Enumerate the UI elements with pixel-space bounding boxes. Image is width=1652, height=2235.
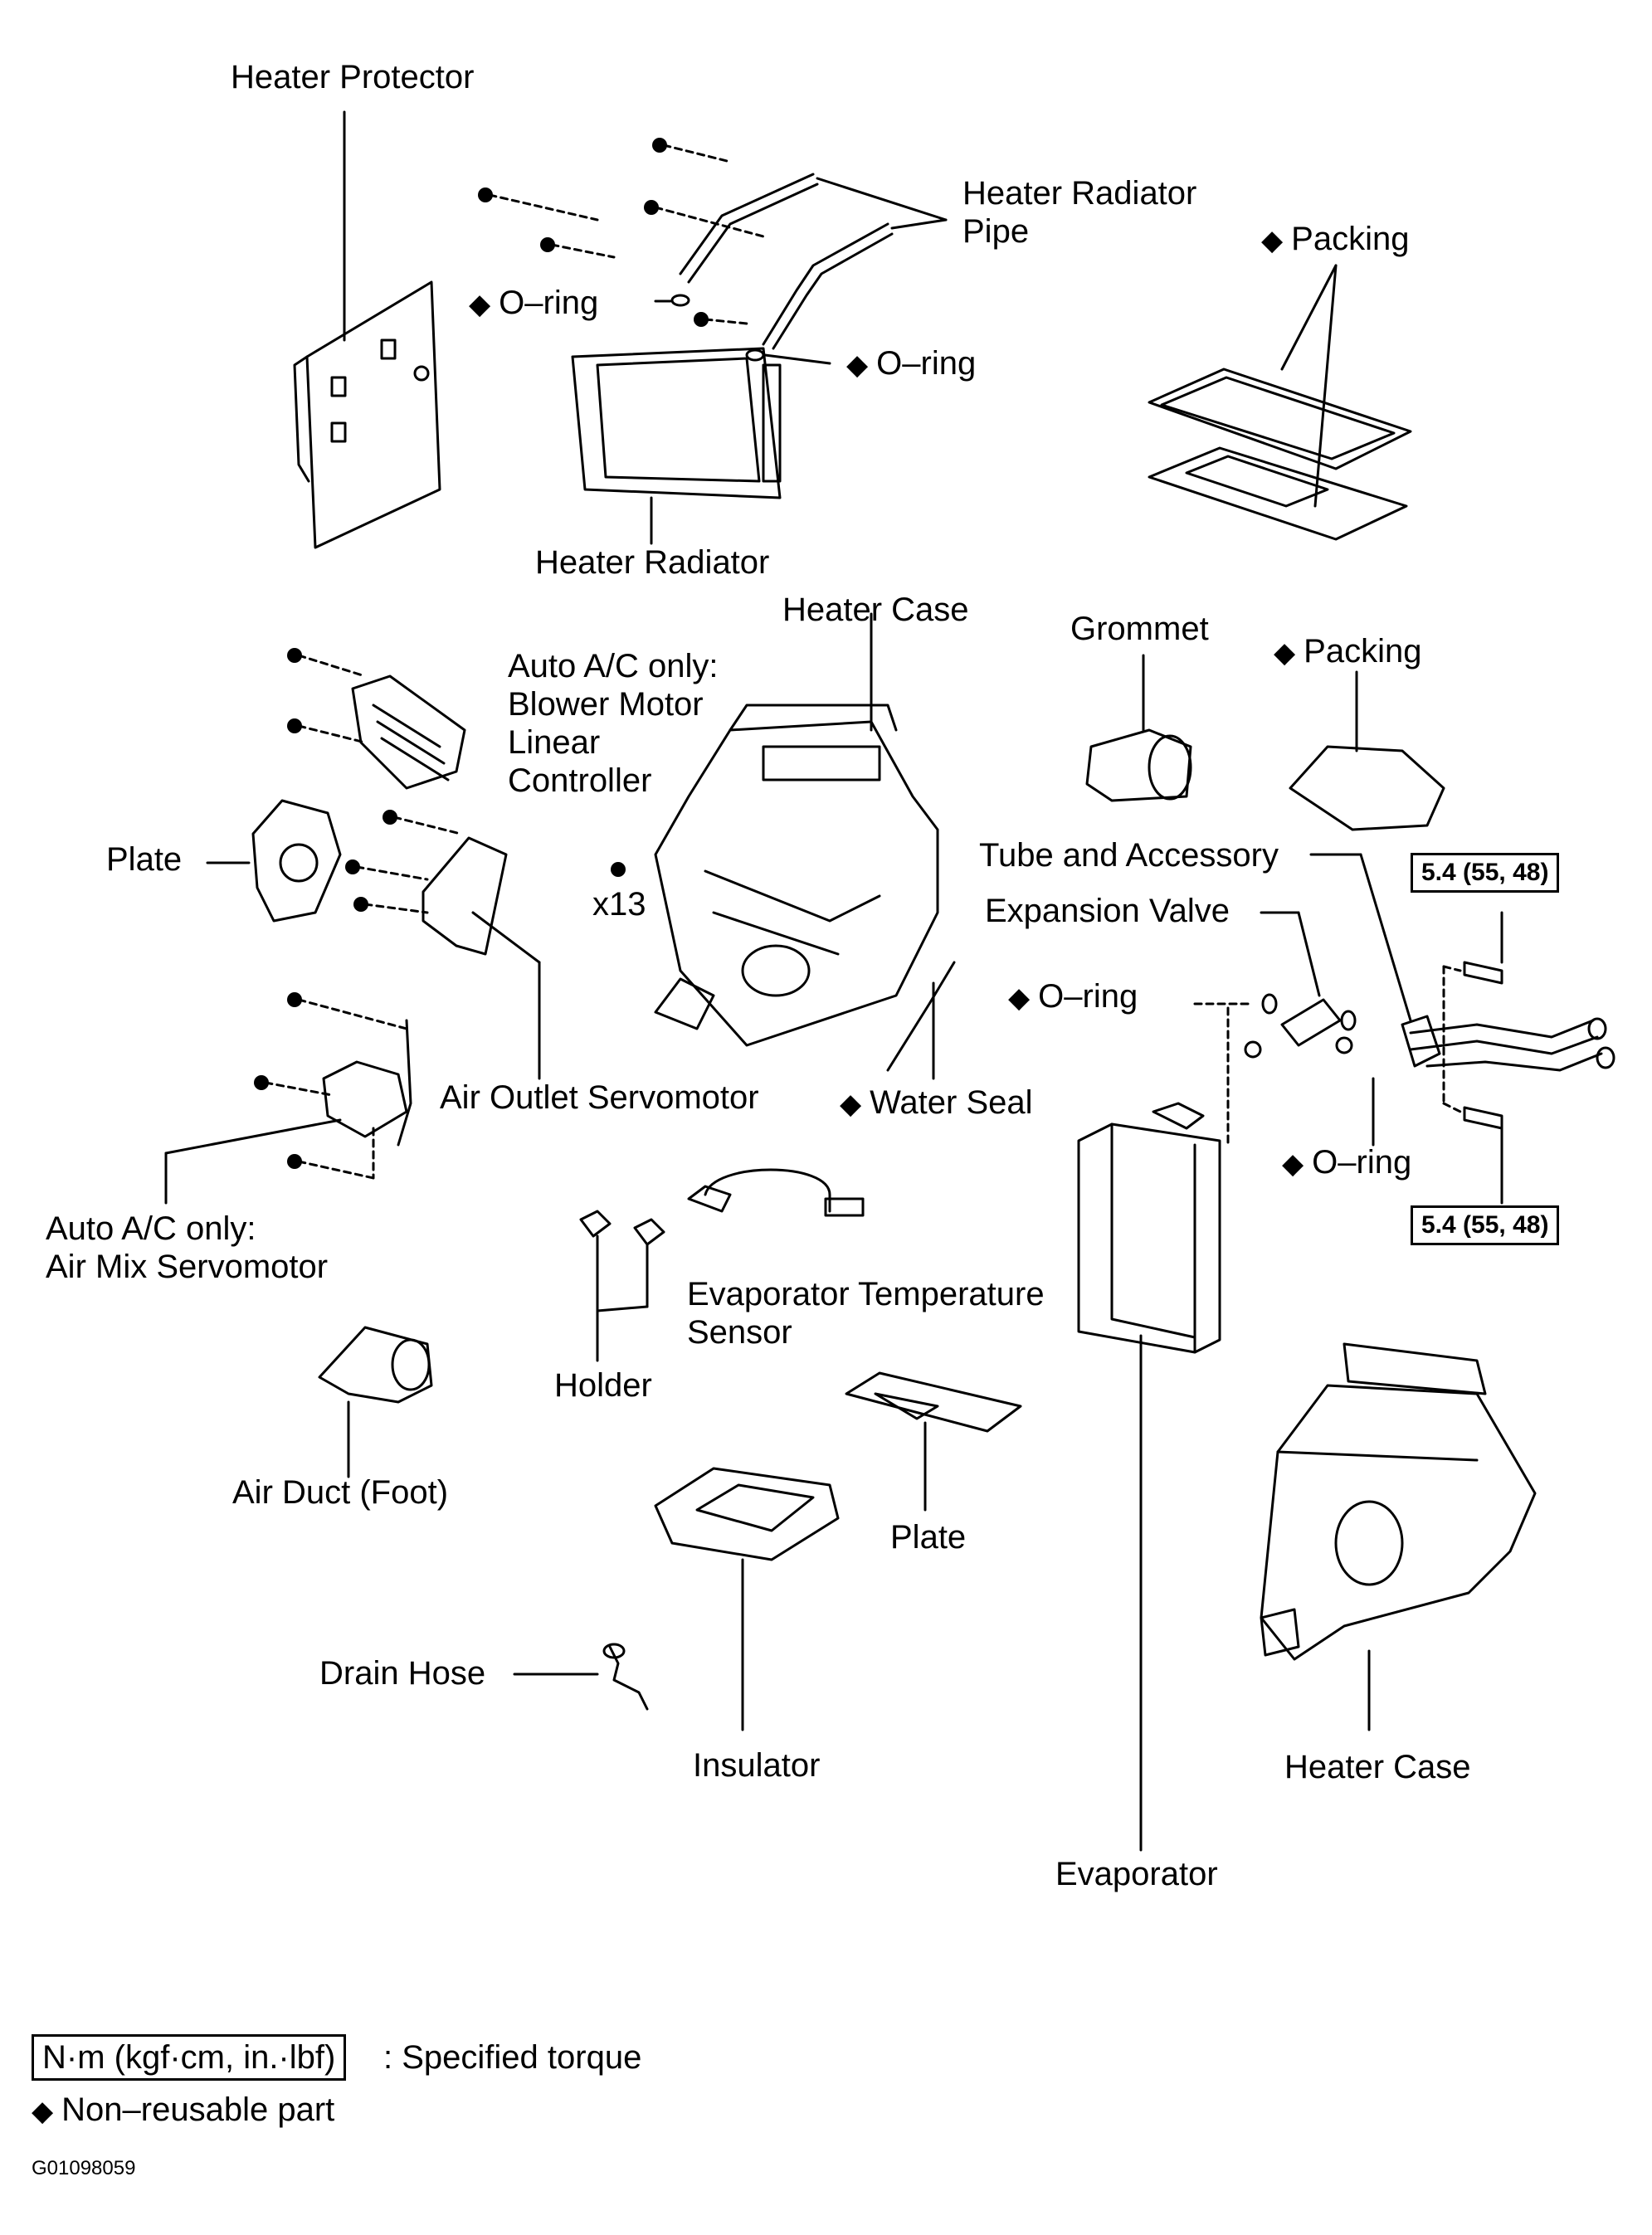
legend-torque-unit-box: N·m (kgf·cm, in.·lbf): [32, 2034, 347, 2081]
label-air-duct-foot: Air Duct (Foot): [232, 1474, 449, 1511]
label-heater-radiator-pipe: Heater Radiator Pipe: [962, 175, 1197, 250]
blower-controller-part: [351, 674, 466, 790]
label-grommet: Grommet: [1070, 611, 1209, 647]
label-blower-controller: Auto A/C only: Blower Motor Linear Contr…: [508, 648, 719, 799]
label-x13: x13: [592, 886, 646, 923]
plate-right-part: [845, 1371, 1022, 1512]
torque-value-lower: 5.4 (55, 48): [1411, 1205, 1560, 1245]
label-heater-radiator: Heater Radiator: [535, 544, 770, 581]
label-insulator: Insulator: [693, 1747, 821, 1784]
torque-value-upper: 5.4 (55, 48): [1411, 853, 1560, 893]
o-ring-1-text: O–ring: [499, 285, 599, 321]
packing-part-1: [1148, 264, 1412, 541]
drain-hose-part: [513, 1643, 649, 1711]
plate-left-part: [206, 799, 342, 923]
nonreusable-icon: ◆: [840, 1088, 862, 1120]
label-heater-protector: Heater Protector: [231, 59, 475, 95]
label-o-ring-1: ◆ O–ring: [469, 284, 598, 324]
heater-case-bottom-part: [1260, 1342, 1537, 1731]
heater-radiator-part: [571, 347, 782, 545]
packing-part-2: [1289, 670, 1445, 831]
label-o-ring-3: ◆O–ring: [1008, 977, 1138, 1017]
label-water-seal: ◆Water Seal: [840, 1083, 1033, 1123]
label-plate-right: Plate: [890, 1519, 967, 1556]
screw-heads-top: [478, 138, 709, 327]
label-plate-left: Plate: [106, 841, 183, 878]
nonreusable-icon: ◆: [32, 2096, 54, 2127]
label-o-ring-4: ◆O–ring: [1282, 1143, 1411, 1183]
air-mix-servomotor-part: [164, 1019, 412, 1205]
label-air-mix-servomotor: Auto A/C only: Air Mix Servomotor: [46, 1210, 329, 1285]
label-o-ring-2: ◆O–ring: [846, 344, 976, 384]
air-outlet-servomotor-part: [422, 836, 541, 1080]
screws-airmix: [264, 998, 408, 1180]
insulator-part: [654, 1467, 840, 1731]
legend-torque-text: : Specified torque: [383, 2039, 642, 2076]
nonreusable-icon: ◆: [846, 349, 869, 381]
label-drain-hose: Drain Hose: [319, 1655, 486, 1692]
torque-bolt-lines: [1193, 965, 1462, 1147]
o-ring-4-text: O–ring: [1312, 1144, 1412, 1181]
label-holder: Holder: [554, 1367, 652, 1404]
nonreusable-icon: ◆: [469, 289, 491, 320]
tube-accessory-part: [1309, 853, 1615, 1147]
screw-heads-blower: [287, 648, 302, 733]
screws-servo: [355, 816, 462, 914]
air-duct-foot-part: [318, 1326, 433, 1478]
packing-1-text: Packing: [1291, 221, 1410, 257]
nonreusable-icon: ◆: [1008, 982, 1031, 1014]
water-seal-part: [886, 961, 956, 1080]
heater-case-top-part: [654, 612, 939, 1047]
label-heater-case-bottom: Heater Case: [1284, 1749, 1471, 1785]
o-ring-2-text: O–ring: [876, 345, 977, 382]
label-expansion-valve: Expansion Valve: [985, 893, 1230, 929]
label-packing-1: ◆Packing: [1261, 220, 1409, 260]
label-air-outlet-servomotor: Air Outlet Servomotor: [440, 1079, 759, 1116]
legend-nonreusable-text: Non–reusable part: [61, 2091, 335, 2128]
heater-radiator-pipe-part: [654, 173, 948, 365]
figure-id: G01098059: [32, 2157, 136, 2179]
heater-protector-part: [293, 110, 441, 549]
screw-heads-servo: [345, 810, 626, 912]
label-heater-case-top: Heater Case: [782, 592, 969, 628]
label-tube-accessory: Tube and Accessory: [979, 837, 1279, 874]
label-packing-2: ◆Packing: [1274, 632, 1421, 672]
torque-bolts: [1463, 911, 1503, 1205]
packing-2-text: Packing: [1304, 633, 1422, 670]
label-evap-temp-sensor: Evaporator Temperature Sensor: [687, 1276, 1045, 1351]
expansion-valve-part: [1244, 911, 1357, 1059]
nonreusable-icon: ◆: [1261, 225, 1284, 256]
evap-temp-sensor-part: [579, 1168, 865, 1362]
water-seal-text: Water Seal: [870, 1084, 1033, 1121]
nonreusable-icon: ◆: [1274, 637, 1296, 669]
nonreusable-icon: ◆: [1282, 1148, 1304, 1180]
legend-nonreusable: ◆Non–reusable part: [32, 2091, 334, 2130]
screws-blower: [297, 654, 367, 744]
label-evaporator: Evaporator: [1055, 1856, 1218, 1892]
evaporator-part: [1077, 1102, 1221, 1852]
screw-heads-airmix: [254, 992, 302, 1169]
o-ring-3-text: O–ring: [1038, 978, 1138, 1015]
grommet-part: [1085, 654, 1192, 802]
screws-top: [488, 144, 765, 325]
